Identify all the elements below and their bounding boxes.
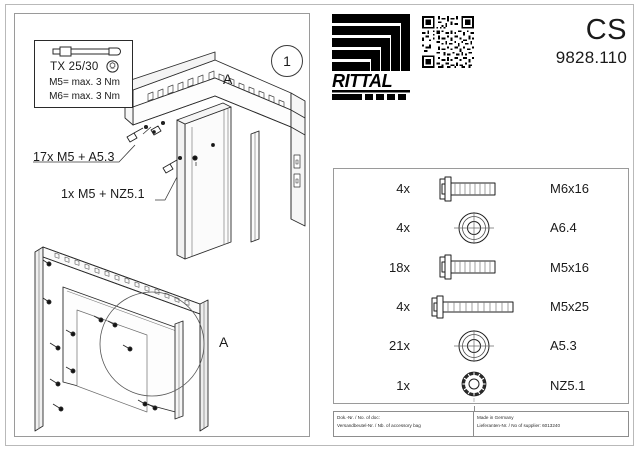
step-number-badge: 1 [271,45,303,77]
parts-table-row: 4x A6.4 [334,208,628,247]
footer-doc-cell: Dok.-Nr. / No. of doc: Versandbeutel-Nr.… [334,412,474,436]
tool-bit-size: TX 25/30 [50,60,99,73]
torque-m5: M5= max. 3 Nm [49,77,120,88]
parts-table-row: 4x M6x16 [334,169,628,208]
part-designation: NZ5.1 [550,377,586,393]
part-quantity: 4x [396,220,410,236]
page-border [5,4,634,446]
footer-supplier: Lieferanten-Nr. / No of supplier: 601324… [477,422,625,430]
svg-text:RITTAL: RITTAL [332,71,392,91]
parts-table-row: 21x A5.3 [334,326,628,365]
part-quantity: 1x [396,377,410,393]
parts-table-row: 18x M5x16 [334,248,628,287]
part-designation: A6.4 [550,220,577,236]
washer-icon [420,211,528,245]
serrated-lock-washer-icon [420,368,528,403]
tool-bit-line: TX 25/30 [35,60,134,73]
footer-doc-label: Dok.-Nr. / No. of doc: [337,415,380,420]
footer-made-in: Made in Germany [477,415,514,420]
part-designation: M5x16 [550,259,590,275]
document-footer: Dok.-Nr. / No. of doc: Versandbeutel-Nr.… [333,406,629,437]
rittal-logo: RITTAL [332,14,410,100]
footer-origin-cell: Made in Germany Lieferanten-Nr. / No of … [474,412,628,436]
part-quantity: 4x [396,181,410,197]
part-designation: M6x16 [550,181,590,197]
torque-m6: M6= max. 3 Nm [49,91,120,102]
tool-torque-box: TX 25/30 M5= max. 3 Nm M6= max. 3 Nm [34,40,133,108]
footer-supplier-number: 6013240 [542,423,561,429]
parts-table-row: 4x M5x25 [334,287,628,326]
product-line-title: CS [585,14,627,46]
part-designation: A5.3 [550,338,577,354]
callout-upper-fasteners: 17x M5 + A5.3 [33,150,115,164]
torx-bit-icon [106,60,119,73]
parts-table-row: 1x NZ5.1 [334,366,628,405]
part-quantity: 4x [396,299,410,315]
hex-flange-screw-icon [420,252,528,282]
part-number: 9828.110 [555,48,627,67]
hex-flange-screw-long-icon [420,292,528,322]
part-quantity: 21x [389,338,410,354]
qr-code-icon [422,16,474,68]
detail-label-bottom: A [219,334,229,350]
illustration-panel: TX 25/30 M5= max. 3 Nm M6= max. 3 Nm 1 1… [14,13,310,437]
part-quantity: 18x [389,259,410,275]
hex-flange-screw-icon [420,174,528,204]
torque-wrench-icon [52,46,121,57]
part-designation: M5x25 [550,299,590,315]
document-header: RITTAL [325,8,635,108]
footer-tick [474,406,475,412]
detail-label-top: A [223,71,233,87]
callout-lower-fastener: 1x M5 + NZ5.1 [61,187,145,201]
footer-bag-label: Versandbeutel-Nr. / Nb. of accessory bag [337,423,421,429]
washer-icon [420,329,528,363]
footer-supplier-label: Lieferanten-Nr. / No of supplier: [477,423,541,429]
